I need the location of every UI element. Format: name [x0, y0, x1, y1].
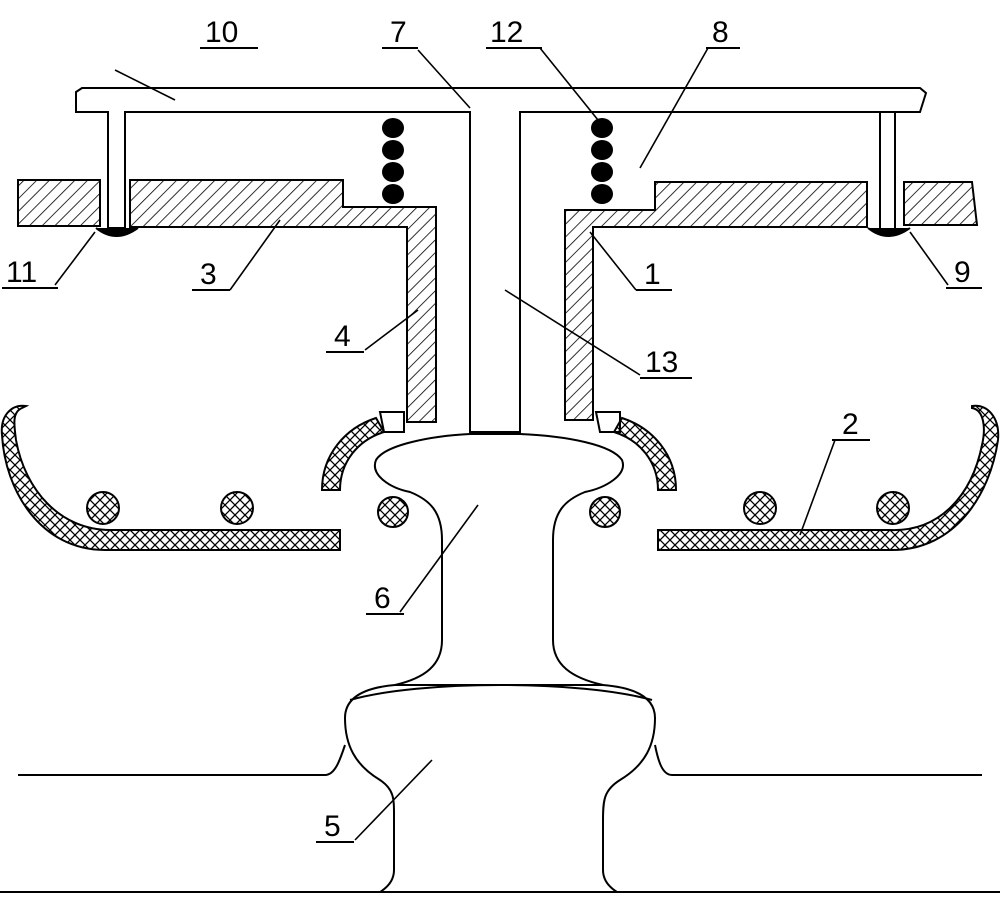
outer-tray-left: [0, 404, 341, 551]
leader-2: [799, 439, 836, 536]
label-12: 12: [490, 16, 523, 49]
ball-left-2: [220, 491, 254, 525]
ball-right-2: [876, 491, 910, 525]
leader-9: [909, 231, 949, 286]
label-2: 2: [842, 408, 859, 441]
inner-guard-left: [320, 416, 386, 491]
right-base-plate: [903, 181, 979, 226]
ball-center-right: [589, 496, 621, 528]
seal-left: [95, 227, 139, 237]
label-8: 8: [712, 16, 729, 49]
top-plate-right-leg: [879, 112, 896, 228]
base-line-left: [18, 744, 346, 776]
label-7: 7: [390, 16, 407, 49]
base-line-right: [654, 744, 982, 776]
lower-insulator-edge: [349, 684, 653, 701]
lower-insulator: [343, 684, 657, 893]
leader-4: [364, 309, 419, 351]
label-13: 13: [645, 346, 678, 379]
spring-right: [591, 118, 613, 204]
leader-13: [504, 289, 641, 376]
left-bracket: [129, 179, 437, 423]
inner-guard-right: [612, 416, 678, 491]
label-4: 4: [334, 320, 351, 353]
leader-8: [639, 47, 709, 169]
label-11: 11: [6, 256, 37, 289]
upper-insulator: [373, 433, 624, 686]
leader-7: [417, 49, 471, 109]
leader-5: [354, 759, 433, 841]
clip-left: [378, 411, 405, 433]
ball-right-1: [743, 491, 777, 525]
left-base-plate: [17, 179, 101, 227]
right-bracket: [564, 181, 868, 421]
seal-right: [867, 227, 911, 237]
leader-12: [539, 47, 599, 121]
leader-11: [54, 231, 96, 286]
ball-center-left: [377, 496, 409, 528]
label-6: 6: [374, 582, 391, 615]
leader-3: [229, 219, 281, 291]
label-5: 5: [324, 810, 341, 843]
top-plate: [75, 87, 928, 433]
spring-left: [382, 118, 404, 204]
leader-1: [589, 231, 637, 291]
ball-left-1: [86, 491, 120, 525]
leader-10: [114, 69, 176, 101]
label-1: 1: [644, 258, 661, 291]
label-9: 9: [954, 256, 971, 289]
leader-6: [399, 504, 479, 613]
outer-tray-right: [657, 404, 1000, 551]
label-10: 10: [205, 16, 238, 49]
label-3: 3: [200, 258, 217, 291]
